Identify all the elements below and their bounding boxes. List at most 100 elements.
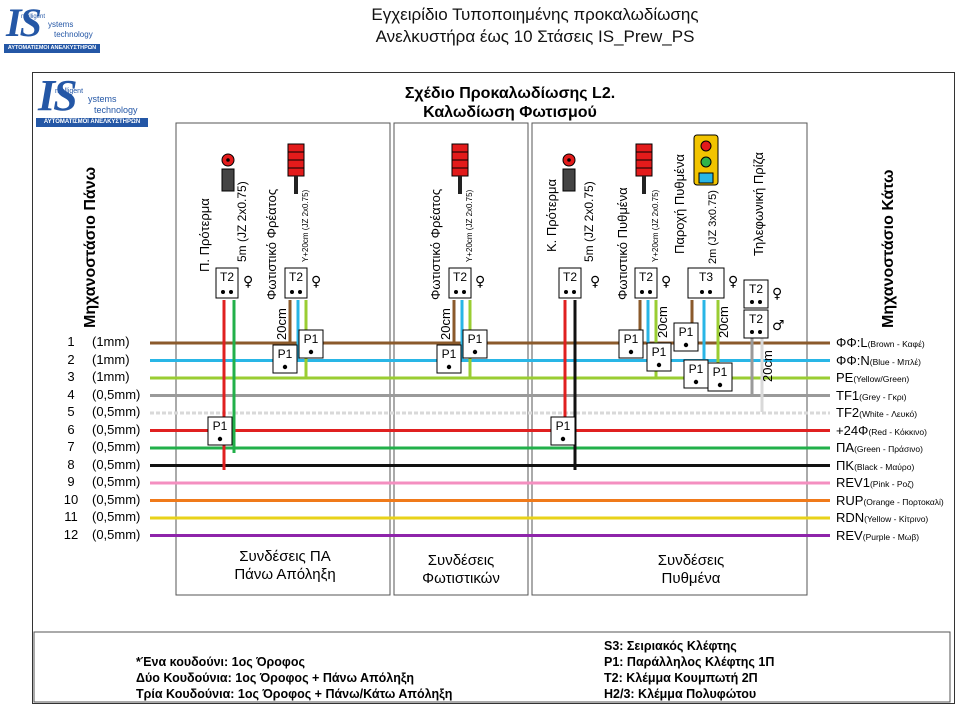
diagram-logo-tagline: ΑΥΤΟΜΑΤΙΣΜΟΙ ΑΝΕΛΚΥΣΤΗΡΩΝ bbox=[36, 118, 148, 127]
wire-legend-item: REV(Purple - Μωβ) bbox=[836, 527, 919, 545]
wire-color-desc: (Red - Κόκκινο) bbox=[868, 426, 927, 437]
svg-text:T2: T2 bbox=[749, 312, 763, 326]
legend-h23: H2/3: Κλέμμα Πολυφώτου bbox=[604, 687, 757, 701]
svg-text:P1: P1 bbox=[304, 332, 319, 346]
svg-text:T2: T2 bbox=[639, 270, 653, 284]
svg-text:T2: T2 bbox=[289, 270, 303, 284]
wire-size: (0,5mm) bbox=[92, 509, 141, 524]
wire-size: (0,5mm) bbox=[92, 491, 141, 507]
wire-legend-item: ΦΦ:N(Blue - Μπλέ) bbox=[836, 352, 921, 370]
wire-number: 10 bbox=[63, 491, 79, 507]
male-connector-icon: ♂ bbox=[772, 318, 785, 334]
svg-text:P1: P1 bbox=[556, 419, 571, 433]
wire-color-desc: (Green - Πράσινο) bbox=[854, 444, 923, 454]
side-title-left: Μηχανοστάσιο Πάνω bbox=[82, 167, 99, 328]
wire-signal-label: ΠΑ bbox=[836, 440, 855, 455]
diagram-logo-word-ntelligent: ntelligent bbox=[55, 88, 84, 95]
wire-color-desc: (Pink - Ροζ) bbox=[869, 479, 914, 489]
label-cable-y20-2: Y+20cm (JZ 2x0.75) bbox=[465, 189, 474, 262]
label-20cm-4: 20cm bbox=[716, 306, 731, 338]
terminal-t2: T2 bbox=[284, 267, 308, 299]
wire-legend-item: ΦΦ:L(Brown - Καφέ) bbox=[836, 334, 925, 352]
label-cable-5m-left: 5m (JZ 2x0.75) bbox=[235, 181, 249, 262]
wire-legend-item: TF2(White - Λευκό) bbox=[836, 404, 917, 422]
female-connector-icon: ♀ bbox=[243, 274, 253, 290]
wire-legend-item: REV1(Pink - Ροζ) bbox=[836, 474, 914, 492]
wire-color-desc: (Brown - Καφέ) bbox=[867, 339, 925, 349]
label-fotistiko-pythmena: Φωτιστικό Πυθμένα bbox=[615, 187, 630, 300]
legend-s3: S3: Σειριακός Κλέφτης bbox=[604, 639, 737, 653]
junction-p1: P1 bbox=[550, 416, 576, 446]
label-20cm-2: 20cm bbox=[438, 308, 453, 340]
female-connector-icon: ♀ bbox=[661, 274, 671, 290]
label-cable-y20-3: Y+20cm (JZ 2x0.75) bbox=[651, 189, 660, 262]
logo-word-technology: technology bbox=[54, 30, 93, 39]
panel-lower-line-1: Συνδέσεις bbox=[657, 552, 725, 569]
wire-signal-label: TF2 bbox=[836, 405, 860, 420]
wire-size: (0,5mm) bbox=[92, 526, 141, 542]
junction-p1: P1 bbox=[272, 344, 298, 374]
wire-legend-item: RDN(Yellow - Κίτρινο) bbox=[836, 509, 928, 527]
wire-legend-item: RUP(Orange - Πορτοκαλί) bbox=[836, 492, 944, 510]
panel-label-lower: Συνδέσεις Πυθμένα bbox=[606, 552, 776, 588]
wire-signal-label: TF1 bbox=[836, 387, 860, 403]
diagram-frame bbox=[32, 72, 955, 704]
svg-text:T2: T2 bbox=[563, 270, 577, 284]
header-logo: IS ntelligent ystems technology ΑΥΤΟΜΑΤΙ… bbox=[4, 0, 100, 53]
terminal-t2: T2 bbox=[558, 267, 582, 299]
wire-number: 9 bbox=[67, 474, 75, 489]
wire-size: (0,5mm) bbox=[92, 421, 141, 437]
label-cable-5m-right: 5m (JZ 2x0.75) bbox=[582, 181, 596, 262]
plan-title-line-1: Σχέδιο Προκαλωδίωσης L2. bbox=[404, 85, 616, 102]
plan-title-line-2: Καλωδίωση Φωτισμού bbox=[423, 104, 597, 121]
label-cable-2m: 2m (JZ 3x0.75) bbox=[707, 190, 719, 264]
wire-color-desc: (Black - Μαύρο) bbox=[854, 461, 915, 472]
junction-p1: P1 bbox=[683, 359, 709, 389]
wire-color-desc: (Yellow - Κίτρινο) bbox=[864, 514, 929, 524]
wire-signal-label: ΠΚ bbox=[836, 457, 855, 473]
diagram-logo-initials: IS bbox=[38, 71, 78, 120]
wire-size: (0,5mm) bbox=[92, 474, 141, 489]
panel-middle-line-1: Συνδέσεις bbox=[427, 552, 495, 569]
wire-number: 1 bbox=[67, 334, 75, 349]
wire-signal-label: PE bbox=[836, 370, 854, 385]
svg-text:P1: P1 bbox=[713, 365, 728, 379]
wire-signal-label: REV1 bbox=[836, 475, 870, 490]
legend-t2: T2: Κλέμμα Κουμπωτή 2Π bbox=[604, 671, 758, 685]
wire-size: (0,5mm) bbox=[92, 439, 141, 454]
svg-text:T2: T2 bbox=[453, 270, 467, 284]
svg-text:P1: P1 bbox=[624, 332, 639, 346]
junction-p1: P1 bbox=[462, 329, 488, 359]
note-bells-3: Τρία Κουδούνια: 1ος Όροφος + Πάνω/Κάτω Α… bbox=[136, 687, 453, 701]
wire-signal-label: REV bbox=[836, 527, 863, 543]
wire-signal-label: +24Φ bbox=[836, 422, 869, 438]
shaft-lamp-icon bbox=[287, 143, 305, 194]
wire-legend-item: +24Φ(Red - Κόκκινο) bbox=[836, 422, 927, 440]
svg-text:P1: P1 bbox=[652, 345, 667, 359]
female-connector-icon: ♀ bbox=[590, 274, 600, 290]
wire-legend-item: PE(Yellow/Green) bbox=[836, 369, 909, 387]
svg-text:P1: P1 bbox=[689, 362, 704, 376]
female-connector-icon: ♀ bbox=[475, 274, 485, 290]
wire-size: (1mm) bbox=[92, 334, 130, 349]
female-connector-icon: ♀ bbox=[311, 274, 321, 290]
svg-text:P1: P1 bbox=[468, 332, 483, 346]
panel-label-upper: Συνδέσεις ΠΑ Πάνω Απόληξη bbox=[200, 548, 370, 584]
wire-number: 2 bbox=[67, 351, 75, 367]
svg-text:P1: P1 bbox=[442, 347, 457, 361]
wire-size: (0,5mm) bbox=[92, 456, 141, 472]
svg-text:T2: T2 bbox=[749, 282, 763, 296]
wire-number: 12 bbox=[63, 526, 79, 542]
svg-text:T3: T3 bbox=[699, 270, 713, 284]
push-button-icon bbox=[562, 153, 576, 192]
wire-number: 7 bbox=[67, 439, 75, 454]
female-connector-icon: ♀ bbox=[772, 286, 782, 302]
push-button-icon bbox=[221, 153, 235, 192]
junction-p1: P1 bbox=[436, 344, 462, 374]
svg-text:P1: P1 bbox=[213, 419, 228, 433]
junction-p1: P1 bbox=[298, 329, 324, 359]
logo-initials: IS bbox=[6, 0, 42, 45]
wire-size: (0,5mm) bbox=[92, 386, 141, 402]
wire-size: (0,5mm) bbox=[92, 404, 141, 419]
